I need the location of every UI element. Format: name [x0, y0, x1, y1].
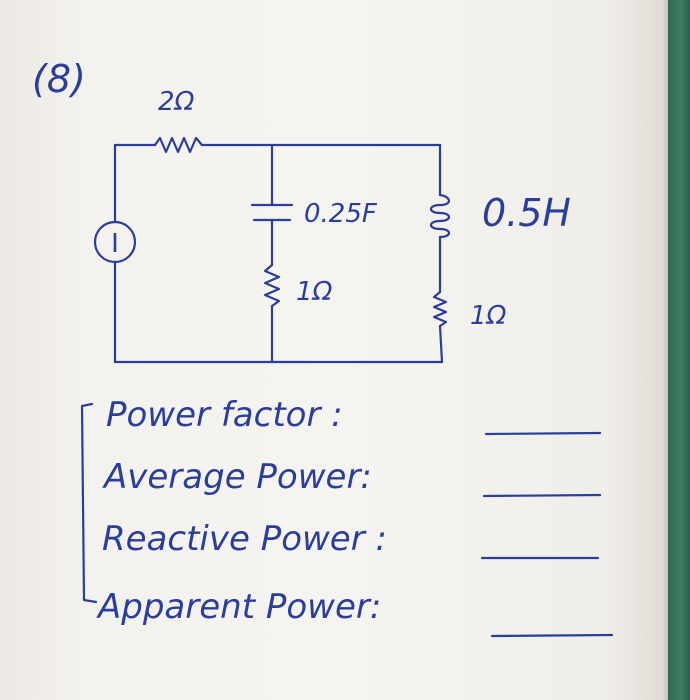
capacitor-label: 0.25F — [304, 199, 378, 229]
inductor-symbol — [429, 193, 451, 239]
question-reactive-power: Reactive Power : — [102, 519, 387, 559]
question-average-power: Average Power: — [102, 457, 372, 497]
question-bracket — [80, 402, 98, 604]
answer-blank-1 — [484, 431, 602, 436]
wire-right-bottom — [438, 324, 444, 364]
answer-blank-4 — [490, 633, 614, 638]
source-label: I — [111, 229, 119, 259]
question-apparent-power: Apparent Power: — [96, 587, 381, 627]
green-background-strip — [668, 0, 690, 700]
series-resistor-symbol — [153, 136, 204, 154]
branch2-resistor-label: 1Ω — [470, 301, 507, 331]
series-resistor-label: 2Ω — [158, 87, 195, 117]
branch1-resistor-symbol — [263, 263, 281, 308]
answer-blank-2 — [482, 493, 602, 498]
branch1-resistor-label: 1Ω — [296, 277, 333, 307]
problem-number: (8) — [32, 57, 86, 101]
current-source-symbol — [93, 220, 137, 264]
inductor-label: 0.5H — [482, 191, 571, 235]
question-power-factor: Power factor : — [106, 395, 343, 435]
paper-edge-shadow — [662, 0, 672, 700]
branch2-resistor-symbol — [432, 290, 448, 328]
